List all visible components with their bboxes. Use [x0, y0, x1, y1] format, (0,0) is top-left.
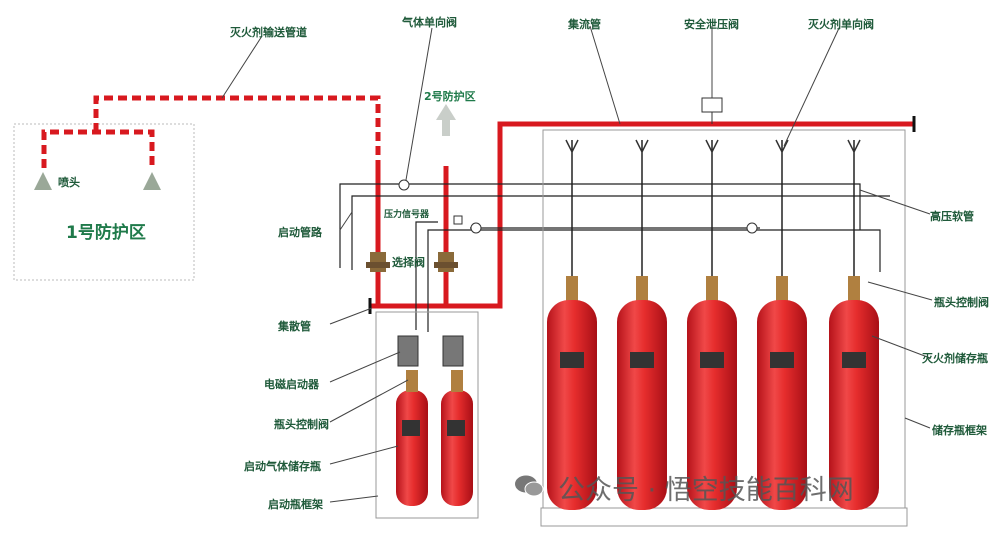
agent-cylinder	[757, 300, 807, 510]
label-start-frame: 启动瓶框架	[268, 498, 323, 511]
label-agent-cylinder: 灭火剂储存瓶	[922, 352, 988, 365]
bottle-valve-icon	[706, 276, 718, 302]
label-start-gas-cylinder: 启动气体储存瓶	[244, 460, 321, 473]
agent-cylinders	[547, 139, 879, 510]
label-bottle-valve-right: 瓶头控制阀	[934, 296, 989, 309]
check-valve-icon	[398, 179, 758, 234]
start-pipe-lines	[339, 183, 890, 332]
check-valve-icon	[565, 139, 579, 154]
label-nozzle: 喷头	[58, 176, 80, 189]
cylinder-label-plate	[770, 352, 794, 368]
bottle-valve-icon	[566, 276, 578, 302]
cylinder-label-plate	[560, 352, 584, 368]
check-valve-icon	[635, 139, 649, 154]
cylinder-label-plate	[630, 352, 654, 368]
bottle-valve-icon	[776, 276, 788, 302]
label-storage-frame: 储存瓶框架	[932, 424, 987, 437]
bottle-valve-icon	[636, 276, 648, 302]
selector-valve-icon	[366, 252, 458, 272]
start-frame	[375, 311, 479, 519]
label-collecting-pipe: 集散管	[278, 320, 311, 333]
label-bottle-valve-left: 瓶头控制阀	[274, 418, 329, 431]
agent-cylinder	[547, 300, 597, 510]
label-agent-check-valve: 灭火剂单向阀	[808, 18, 874, 31]
nozzle-icon	[34, 172, 161, 190]
label-electromagnetic-starter: 电磁启动器	[264, 378, 319, 391]
label-agent-pipe: 灭火剂输送管道	[230, 26, 307, 39]
agent-delivery-pipe	[41, 95, 381, 168]
check-valve-icon	[847, 139, 861, 154]
agent-cylinder	[829, 300, 879, 510]
zone1-box	[13, 123, 195, 281]
safety-relief-valve-icon	[701, 97, 723, 113]
label-gas-check-valve: 气体单向阀	[402, 16, 457, 29]
agent-cylinder	[687, 300, 737, 510]
label-safety-relief-valve: 安全泄压阀	[684, 18, 739, 31]
wechat-icon	[515, 475, 544, 497]
label-start-pipe: 启动管路	[278, 226, 322, 239]
label-selector-valve: 选择阀	[392, 256, 425, 269]
check-valve-icon	[775, 139, 789, 154]
leader-lines	[221, 25, 933, 503]
cylinder-label-plate	[842, 352, 866, 368]
start-gas-cylinders	[396, 335, 473, 506]
agent-cylinder	[617, 300, 667, 510]
up-arrow-icon	[436, 104, 456, 136]
label-manifold: 集流管	[568, 18, 601, 31]
label-zone2: 2号防护区	[424, 90, 476, 103]
label-pressure-switch: 压力信号器	[384, 210, 430, 220]
watermark-text: 公众号 · 悟空技能百科网	[558, 475, 854, 506]
label-zone1: 1号防护区	[66, 223, 146, 243]
bottle-valve-icon	[848, 276, 860, 302]
check-valve-icon	[705, 139, 719, 154]
label-high-pressure-hose: 高压软管	[930, 210, 974, 223]
cylinder-label-plate	[700, 352, 724, 368]
